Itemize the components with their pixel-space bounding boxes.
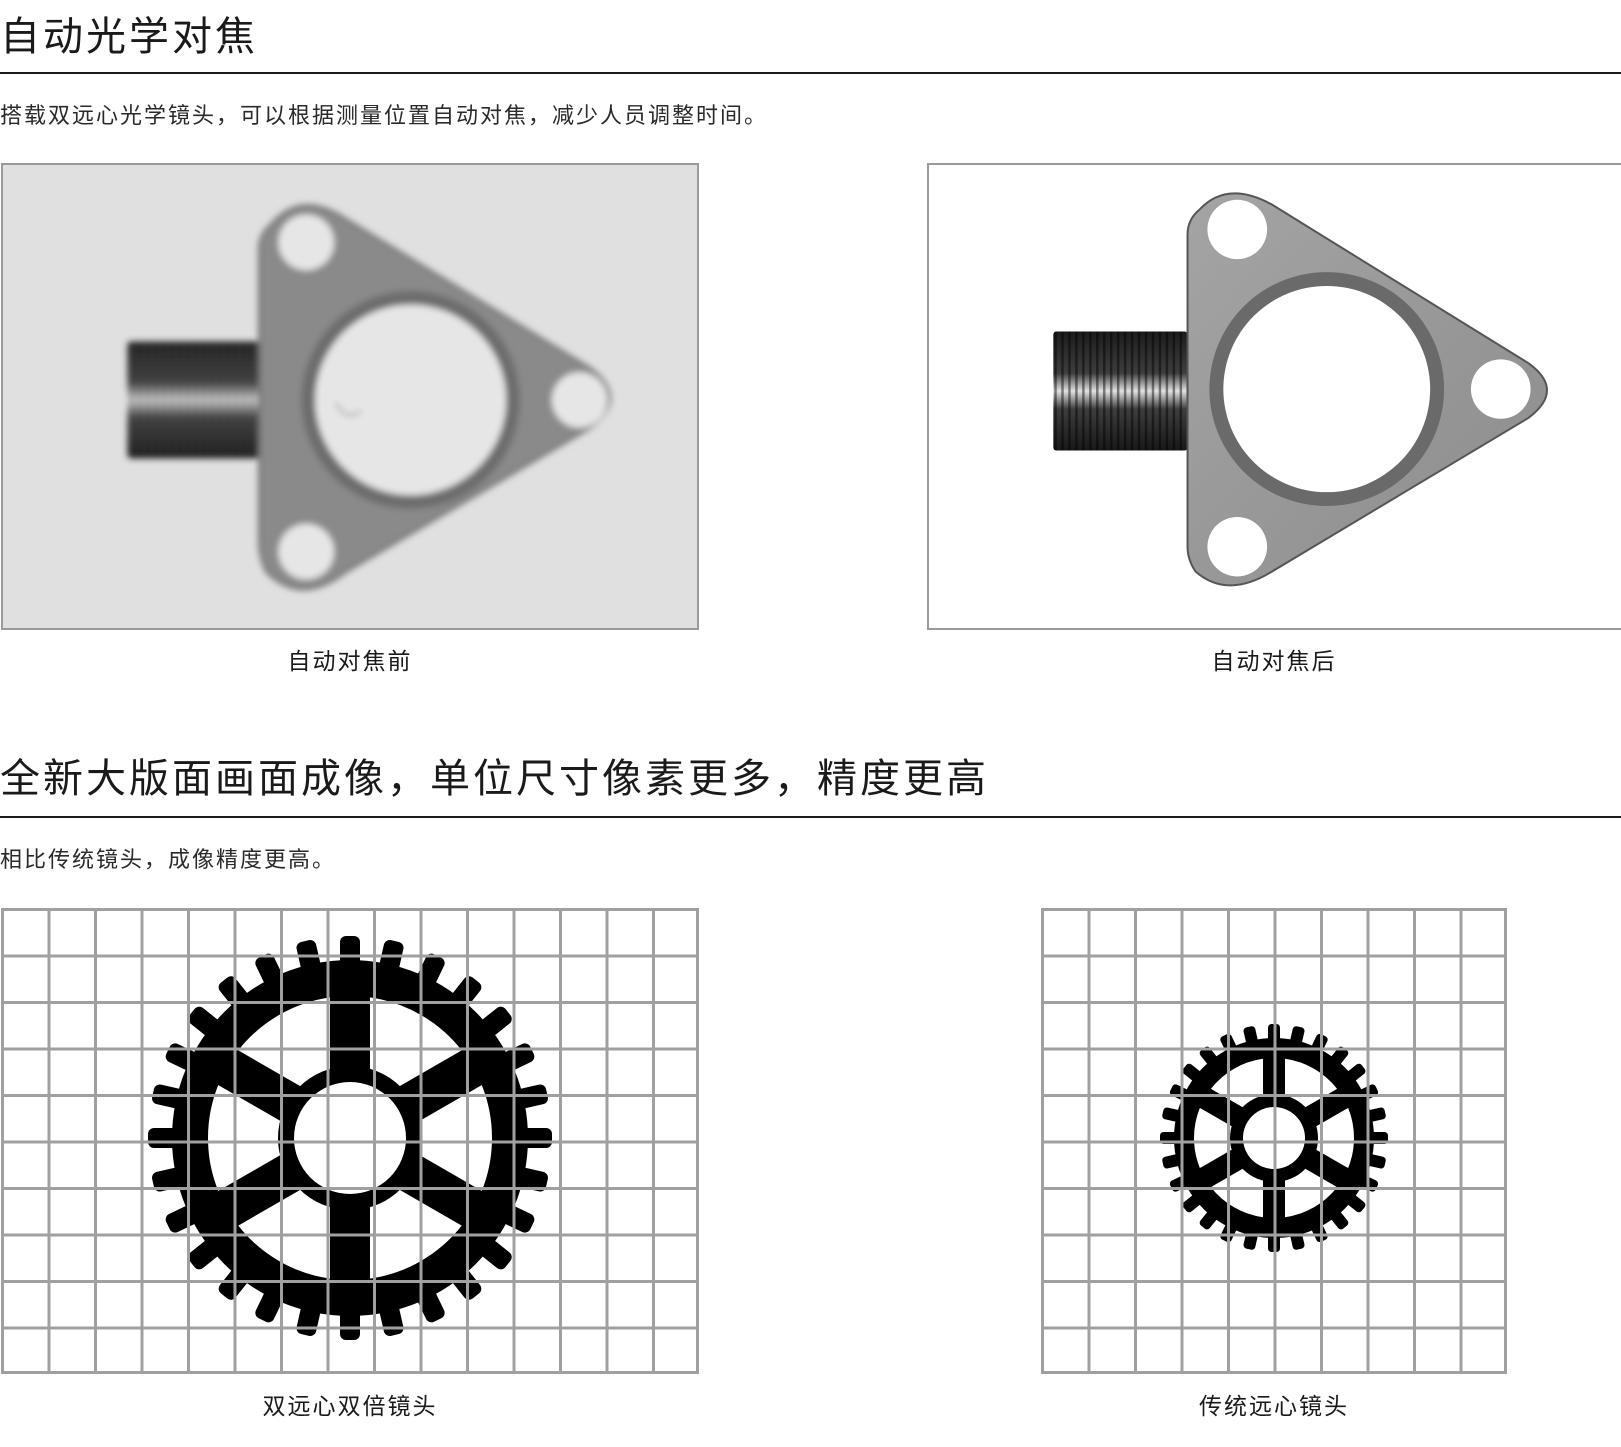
- section-description-large-format: 相比传统镜头，成像精度更高。: [0, 848, 337, 873]
- section-description-autofocus: 搭载双远心光学镜头，可以根据测量位置自动对焦，减少人员调整时间。: [0, 104, 769, 129]
- image-after-autofocus: [927, 163, 1621, 630]
- section-divider: [0, 816, 1621, 818]
- gear-spoke: [391, 1048, 485, 1126]
- gear-tooth: [340, 1310, 360, 1340]
- gear-spoke: [215, 1048, 309, 1126]
- gear-window: [1312, 1108, 1354, 1168]
- image-before-autofocus: [1, 163, 699, 630]
- gear-window: [1194, 1108, 1236, 1168]
- gear-grid-small: [1041, 908, 1507, 1374]
- caption-double-telecentric-lens: 双远心双倍镜头: [262, 1394, 438, 1420]
- gear-large: [148, 936, 552, 1340]
- gear-tooth: [516, 1167, 548, 1192]
- image-double-telecentric-lens: [1, 908, 699, 1374]
- gear-tooth: [152, 1167, 184, 1192]
- gear-spoke: [330, 994, 370, 1078]
- caption-before-autofocus: 自动对焦前: [287, 649, 413, 675]
- caption-after-autofocus: 自动对焦后: [1211, 649, 1337, 675]
- gear-center-hole: [294, 1082, 406, 1194]
- flange-part-image-sharp: [929, 165, 1621, 628]
- gear-spoke: [330, 1198, 370, 1282]
- section-title-autofocus: 自动光学对焦: [0, 14, 258, 60]
- gear-tooth: [340, 936, 360, 966]
- caption-traditional-telecentric-lens: 传统远心镜头: [1199, 1394, 1349, 1420]
- grid-lines-small: [1041, 908, 1507, 1374]
- section-divider: [0, 72, 1621, 74]
- section-title-large-format: 全新大版面画面成像，单位尺寸像素更多，精度更高: [0, 756, 989, 802]
- image-traditional-telecentric-lens: [1041, 908, 1507, 1374]
- grid-lines-large: [1, 908, 699, 1374]
- gear-grid-large: [1, 908, 699, 1374]
- flange-part-image-blurred: [3, 165, 697, 628]
